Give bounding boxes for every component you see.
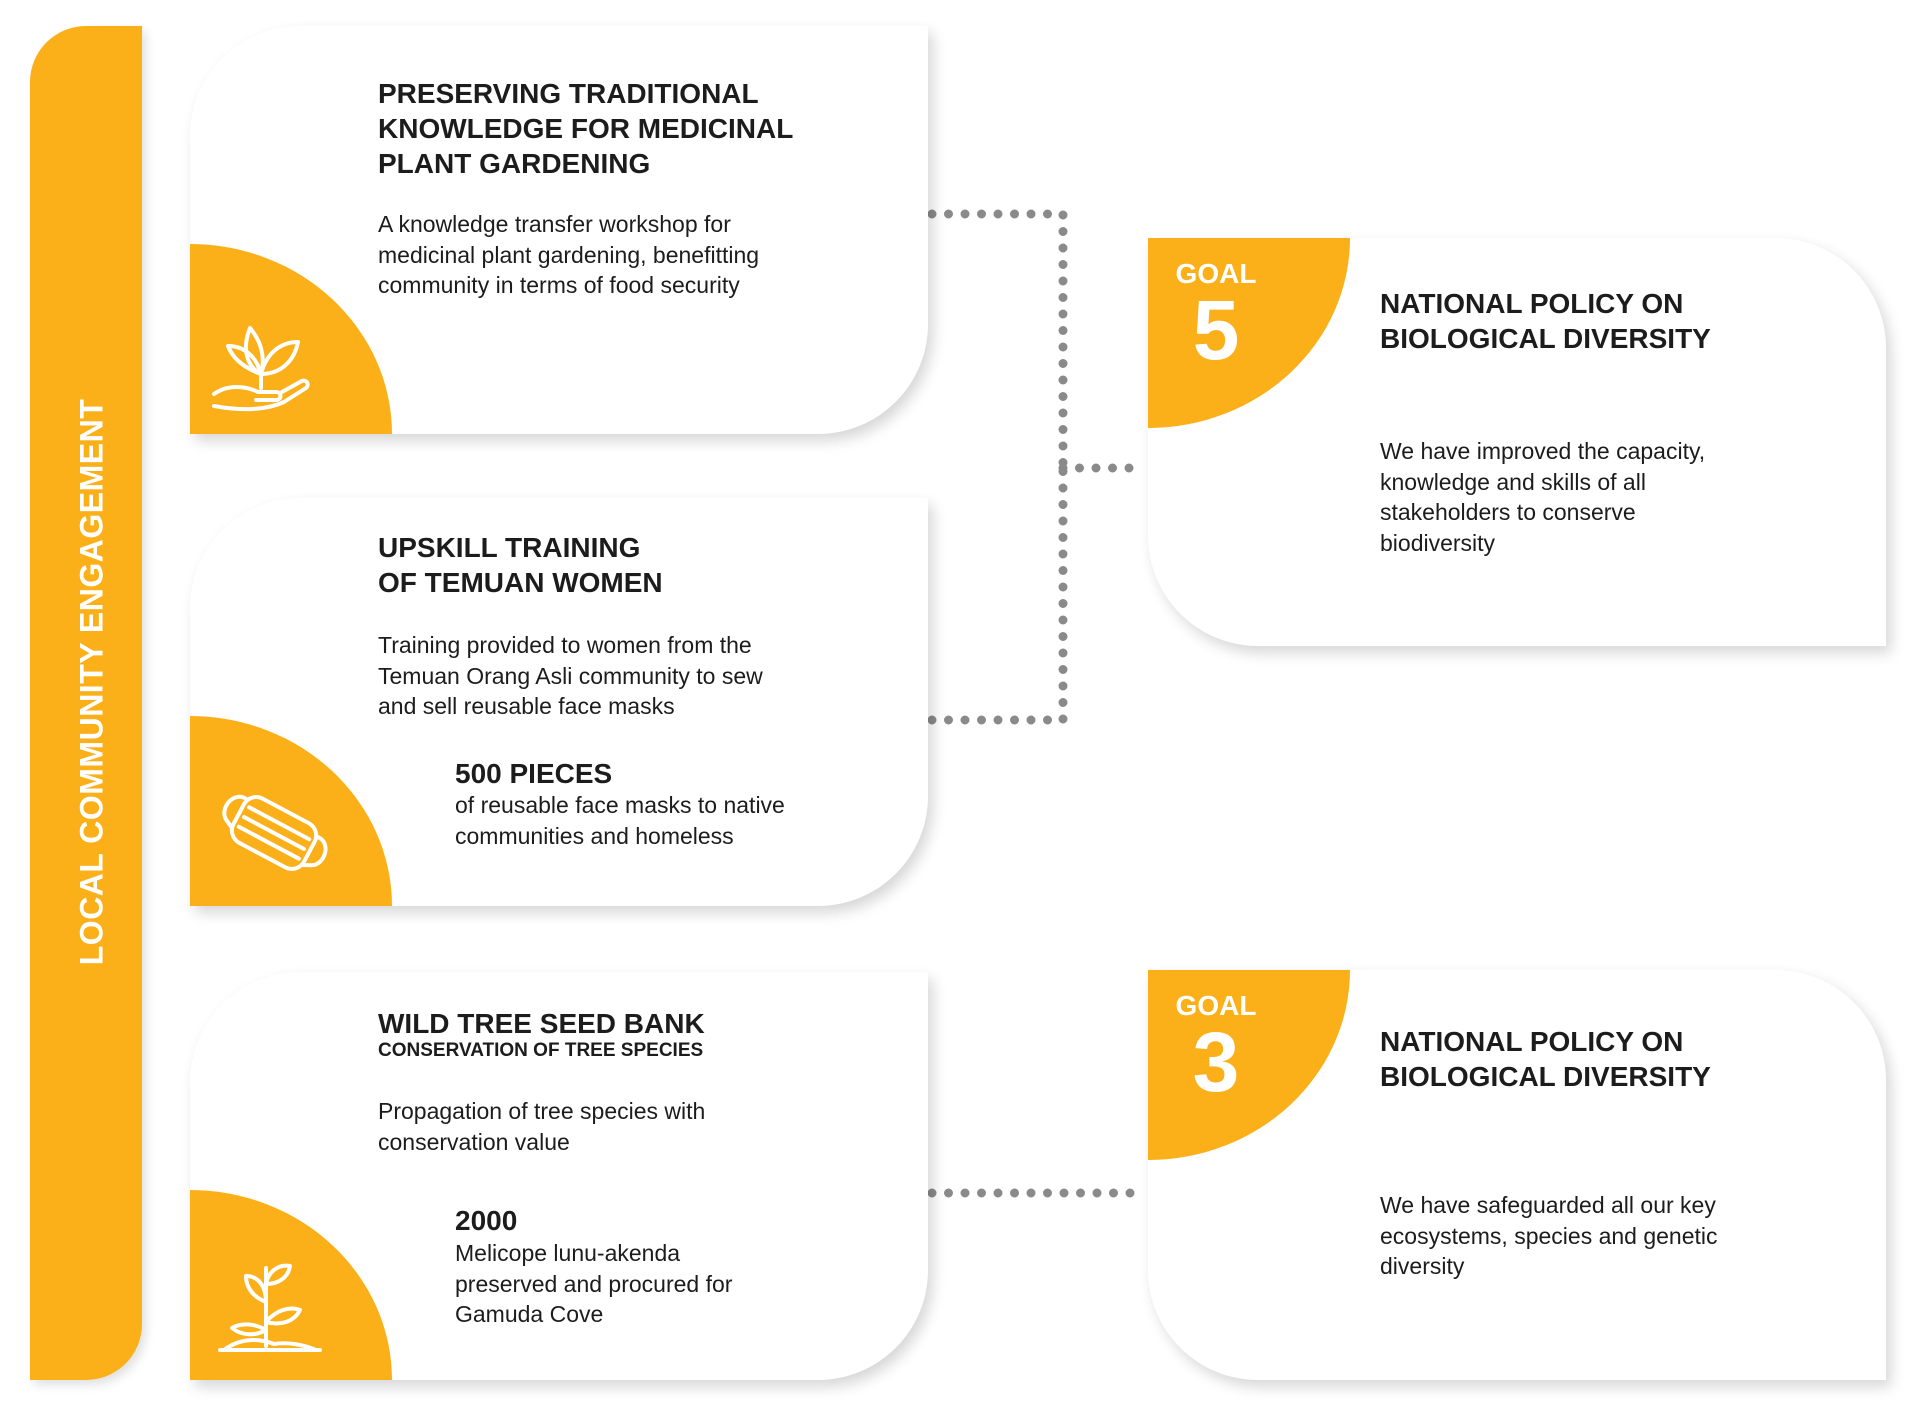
- connector-initiative-1: [927, 209, 1068, 473]
- initiative-card-temuan-women: UPSKILL TRAINING OF TEMUAN WOMEN Trainin…: [190, 498, 928, 906]
- stat-description: Melicope lunu-akenda preserved and procu…: [455, 1240, 733, 1327]
- initiative-description: A knowledge transfer workshop for medici…: [378, 211, 760, 298]
- initiative-description: Propagation of tree species with conserv…: [378, 1098, 706, 1155]
- goal-number: 3: [1192, 1015, 1240, 1109]
- initiative-description: Training provided to women from the Temu…: [378, 632, 763, 719]
- goal-badge: GOAL 5: [1148, 238, 1350, 428]
- initiative-title: PRESERVING TRADITIONAL KNOWLEDGE FOR MED…: [378, 78, 794, 179]
- seedling-icon: [218, 1263, 322, 1352]
- plant-in-hand-icon: [212, 326, 310, 412]
- initiative-subtitle: CONSERVATION OF TREE SPECIES: [378, 1040, 704, 1061]
- goal-card-3: GOAL 3 NATIONAL POLICY ON BIOLOGICAL DIV…: [1148, 970, 1886, 1380]
- connector-initiative-2: [927, 463, 1068, 725]
- face-mask-icon: [222, 795, 328, 871]
- stat-description: of reusable face masks to native communi…: [455, 792, 785, 849]
- goal-label: GOAL: [1175, 258, 1257, 289]
- initiative-card-seed-bank: WILD TREE SEED BANK CONSERVATION OF TREE…: [190, 972, 928, 1380]
- icon-badge: [190, 244, 392, 434]
- icon-badge: [190, 1190, 392, 1380]
- goal-title: NATIONAL POLICY ON BIOLOGICAL DIVERSITY: [1380, 288, 1711, 354]
- icon-badge: [190, 716, 392, 906]
- goal-description: We have improved the capacity, knowledge…: [1380, 438, 1706, 556]
- initiative-title: WILD TREE SEED BANK: [378, 1008, 705, 1039]
- initiative-card-medicinal-plant: PRESERVING TRADITIONAL KNOWLEDGE FOR MED…: [190, 26, 928, 434]
- goal-number: 5: [1192, 283, 1240, 377]
- goal-description: We have safeguarded all our key ecosyste…: [1380, 1192, 1718, 1279]
- initiative-title: UPSKILL TRAINING OF TEMUAN WOMEN: [378, 532, 663, 598]
- goal-title: NATIONAL POLICY ON BIOLOGICAL DIVERSITY: [1380, 1026, 1711, 1092]
- goal-label: GOAL: [1175, 990, 1257, 1021]
- stat-value: 2000: [455, 1205, 518, 1236]
- sidebar-band: [30, 26, 142, 1380]
- stat-value: 500 PIECES: [455, 758, 613, 789]
- goal-card-5: GOAL 5 NATIONAL POLICY ON BIOLOGICAL DIV…: [1148, 238, 1886, 646]
- goal-badge: GOAL 3: [1148, 970, 1350, 1160]
